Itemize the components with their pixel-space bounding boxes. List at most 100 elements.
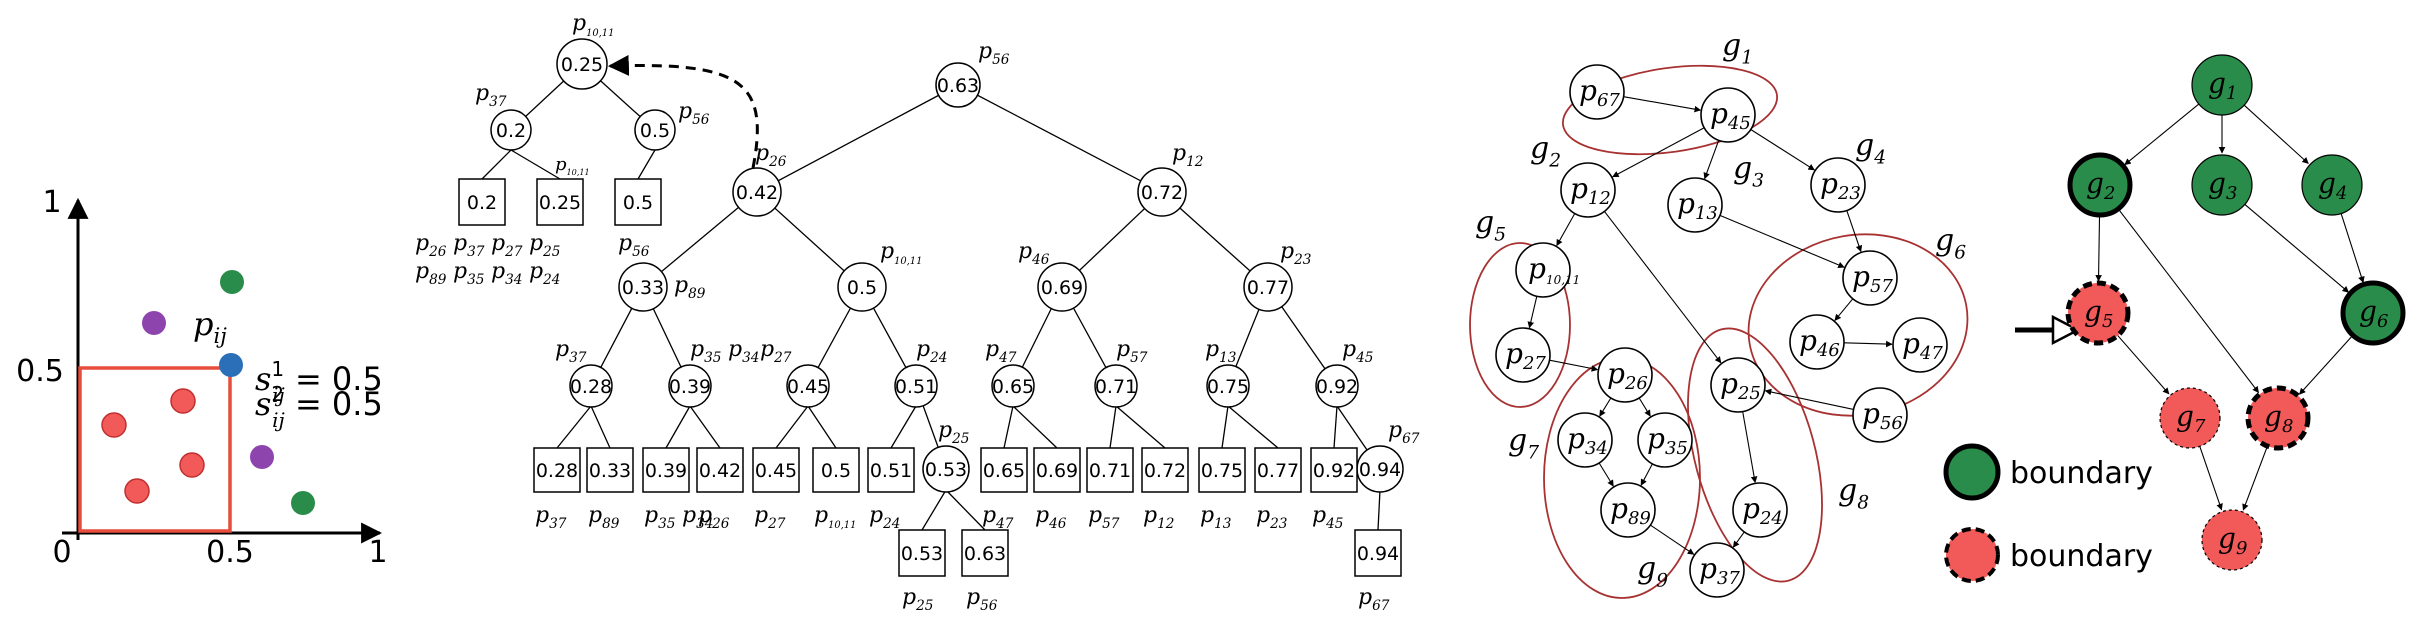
leaf-label: p24 bbox=[869, 503, 900, 532]
group-ellipse-g1 bbox=[1561, 64, 1779, 156]
label-letter: p bbox=[985, 337, 999, 362]
node-label: p45 bbox=[1342, 337, 1373, 366]
tree-leaf-value: 0.53 bbox=[901, 543, 943, 565]
label-subscript: 27 bbox=[504, 244, 523, 260]
tree-node-level3 bbox=[894, 364, 938, 408]
group-node-label: p26 bbox=[1607, 357, 1648, 394]
label-subscript: 1 bbox=[2226, 83, 2237, 104]
tree-leaf bbox=[752, 447, 800, 493]
label-subscript: 8 bbox=[1857, 492, 1869, 513]
leaf-label: p35 bbox=[644, 503, 675, 532]
tree-leaf bbox=[1254, 447, 1302, 493]
tree-leaf bbox=[458, 178, 506, 226]
leaf-label: p27 bbox=[754, 503, 786, 532]
label-letter: g bbox=[2086, 167, 2104, 200]
node-label: p37 bbox=[475, 81, 507, 110]
group-node-p89 bbox=[1600, 482, 1656, 538]
label-letter: p bbox=[1312, 503, 1326, 528]
label-subscript: 37 bbox=[549, 516, 567, 532]
dag-node-g7 bbox=[2159, 387, 2221, 449]
dag-edge bbox=[2242, 445, 2268, 511]
dag-edge bbox=[2340, 213, 2365, 284]
label-letter: p bbox=[1143, 503, 1157, 528]
tree-node bbox=[732, 167, 782, 217]
point-red bbox=[101, 412, 127, 438]
tree-edge bbox=[1377, 489, 1381, 531]
region-box bbox=[78, 366, 232, 533]
group-edge bbox=[1843, 340, 1893, 348]
dag-node-g3 bbox=[2191, 154, 2253, 216]
label-letter: p bbox=[618, 231, 632, 256]
label-letter: g bbox=[2084, 295, 2102, 328]
label-subscript: 35 bbox=[467, 272, 484, 288]
tree-node-level3 bbox=[1094, 364, 1138, 408]
label-letter: p bbox=[869, 503, 883, 528]
label-subscript: 3 bbox=[1752, 170, 1764, 191]
group-edge bbox=[1598, 462, 1614, 487]
label-letter: p bbox=[1862, 397, 1880, 430]
tree-leaf bbox=[1033, 447, 1081, 493]
leaf-label: p26 bbox=[698, 503, 730, 532]
node-label: p35 bbox=[690, 337, 721, 366]
label-subscript: 56 bbox=[1880, 413, 1903, 434]
tree-node-value: 0.72 bbox=[1141, 182, 1183, 204]
label-subscript: 6 bbox=[2377, 311, 2388, 332]
tree-node-level3 bbox=[569, 364, 613, 408]
label-subscript: 67 bbox=[1372, 598, 1390, 614]
label-letter: p bbox=[529, 231, 543, 256]
point-red bbox=[179, 452, 205, 478]
point-green bbox=[220, 270, 244, 294]
tree-node-value: 0.75 bbox=[1207, 376, 1249, 398]
tree-leaf-value: 0.63 bbox=[964, 543, 1006, 565]
label-subscript: 27 bbox=[1522, 353, 1546, 374]
group-node-label: p35 bbox=[1647, 422, 1688, 459]
group-edge bbox=[1556, 213, 1576, 247]
label-subscript: 47 bbox=[998, 350, 1017, 366]
tree-leaf-value: 0.94 bbox=[1357, 543, 1399, 565]
tree-leaf-value: 0.2 bbox=[467, 192, 497, 214]
label-letter: p bbox=[978, 39, 992, 64]
x-tick-one: 1 bbox=[368, 535, 387, 570]
legend-red-boundary-icon bbox=[1944, 527, 2000, 583]
label-subscript: 56 bbox=[992, 52, 1010, 68]
dag-node-g2 bbox=[2067, 152, 2133, 218]
label-letter: p bbox=[1505, 337, 1523, 370]
tree-leaf bbox=[536, 178, 584, 226]
label-letter: g bbox=[1838, 473, 1857, 508]
leaf-label: p34 bbox=[682, 503, 713, 532]
tree-node-value: 0.39 bbox=[669, 376, 711, 398]
group-ellipse-g8 bbox=[1687, 327, 1823, 583]
label-letter: p bbox=[690, 337, 704, 362]
label-letter: g bbox=[1855, 128, 1874, 163]
leaf-label: p67 bbox=[1358, 585, 1390, 614]
leaf-label: p46 bbox=[1035, 503, 1067, 532]
label-letter: p bbox=[415, 231, 429, 256]
label-letter: p bbox=[1388, 418, 1402, 443]
label-subscript: 23 bbox=[1293, 252, 1312, 268]
group-node-label: p67 bbox=[1579, 74, 1620, 111]
group-node-label: p45 bbox=[1710, 97, 1751, 134]
label-subscript: 25 bbox=[1737, 383, 1761, 404]
dag-edge bbox=[2243, 104, 2309, 164]
label-letter: g bbox=[2208, 67, 2226, 100]
label-letter: p bbox=[415, 259, 429, 284]
tree-leaf bbox=[1354, 529, 1402, 577]
label-letter: p bbox=[1342, 337, 1356, 362]
group-edge bbox=[1623, 96, 1702, 113]
label-subscript: 1 bbox=[1741, 47, 1753, 68]
point-red bbox=[170, 388, 196, 414]
tree-edge bbox=[1221, 405, 1229, 449]
leaf-label: p45 bbox=[1312, 503, 1343, 532]
group-label: g9 bbox=[1637, 551, 1668, 591]
leaf-label: p13 bbox=[1200, 503, 1232, 532]
label-letter: p bbox=[1799, 324, 1817, 357]
leaf-label: p35 bbox=[453, 259, 484, 288]
label-letter: g bbox=[1733, 151, 1752, 186]
node-label: p24 bbox=[916, 337, 947, 366]
leaf-label: p25 bbox=[902, 585, 933, 614]
tree-leaf-value: 0.72 bbox=[1144, 460, 1186, 482]
label-subscript: 46 bbox=[1816, 340, 1840, 361]
transition-arrow-head bbox=[2051, 314, 2081, 346]
label-letter: p bbox=[1280, 239, 1294, 264]
